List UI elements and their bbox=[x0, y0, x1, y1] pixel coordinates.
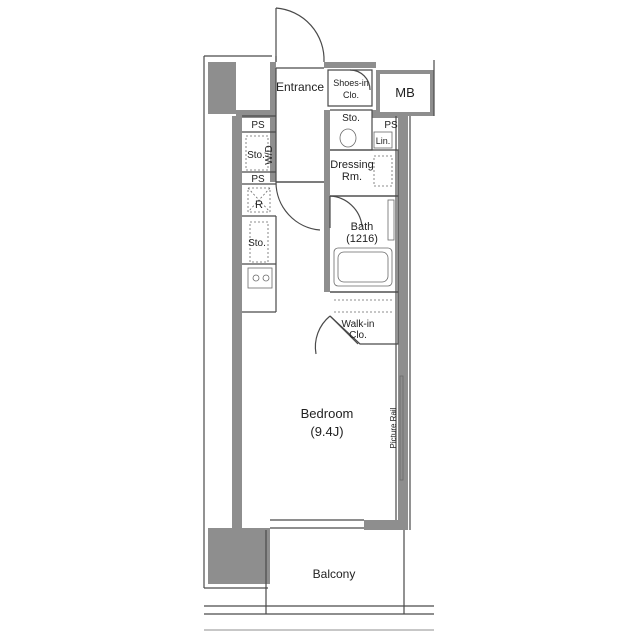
walk-in-label-1: Walk-in bbox=[342, 319, 375, 330]
dressing-sto bbox=[373, 155, 393, 187]
bedroom-bottom bbox=[270, 519, 364, 529]
bedroom-label-2: (9.4J) bbox=[310, 424, 343, 439]
corridor-door bbox=[275, 181, 324, 231]
ps-top-left-label: PS bbox=[251, 120, 265, 131]
left-outer-wall bbox=[232, 116, 242, 528]
sto-toilet-label: Sto. bbox=[342, 113, 360, 124]
left-column bbox=[208, 62, 236, 114]
picture-rail-bar bbox=[399, 375, 404, 481]
balcony-label: Balcony bbox=[313, 567, 356, 581]
walk-in-label-2: Clo. bbox=[349, 330, 367, 341]
sto-kitchen-label: Sto. bbox=[248, 238, 266, 249]
stove-burner-2 bbox=[262, 274, 270, 282]
entrance-door bbox=[275, 7, 325, 63]
bathtub-inner bbox=[337, 251, 389, 283]
bath-label-1: Bath bbox=[351, 221, 374, 233]
shoes-clo-box bbox=[327, 69, 373, 107]
walk-in-hanger bbox=[334, 299, 394, 313]
walls bbox=[208, 62, 434, 584]
bottom-left-column bbox=[208, 528, 270, 584]
sink bbox=[247, 267, 273, 289]
doors bbox=[275, 7, 371, 355]
right-outer-wall bbox=[398, 116, 408, 526]
bath-label-2: (1216) bbox=[346, 233, 378, 245]
toilet bbox=[339, 128, 357, 148]
labels: Entrance Shoes-in Clo. MB PS PS Sto. Lin… bbox=[247, 78, 415, 581]
bath-door bbox=[329, 195, 363, 228]
shoes-door bbox=[349, 69, 371, 91]
dressing-wall bbox=[324, 110, 330, 182]
refrigerator-label: R bbox=[255, 199, 263, 211]
fixtures bbox=[247, 128, 404, 481]
bedroom-label-1: Bedroom bbox=[301, 406, 354, 421]
picture-rail-label: Picture Rail bbox=[389, 407, 398, 448]
bathtub bbox=[333, 247, 393, 287]
entrance-left-wall bbox=[270, 62, 276, 182]
shoes-clo-label-2: Clo. bbox=[343, 90, 359, 100]
bath-mirror bbox=[387, 199, 395, 241]
bottom-right-wall bbox=[364, 520, 408, 530]
ps-mid-left-label: PS bbox=[251, 174, 265, 185]
sto-left-label: Sto. bbox=[247, 150, 265, 161]
ps-top-right-label: PS bbox=[384, 120, 398, 131]
walk-in-clo bbox=[329, 291, 399, 345]
mb-interior bbox=[380, 74, 430, 112]
top-wall-left bbox=[236, 110, 272, 118]
dressing-label-1: Dressing bbox=[330, 159, 373, 171]
stove-burner-1 bbox=[252, 274, 260, 282]
shoes-clo-label-1: Shoes-in bbox=[333, 78, 369, 88]
entrance-top-wall bbox=[324, 62, 376, 68]
outer-outline bbox=[203, 55, 435, 589]
lin-box bbox=[373, 131, 393, 149]
mb-label: MB bbox=[395, 85, 415, 100]
wd-label: W/D bbox=[264, 145, 275, 164]
walk-in-door bbox=[314, 315, 359, 355]
left-storage-column bbox=[242, 115, 276, 313]
sto-kitchen-box bbox=[249, 221, 269, 263]
entrance-label: Entrance bbox=[276, 80, 324, 94]
lin-label: Lin. bbox=[376, 136, 391, 146]
balcony-outline bbox=[204, 530, 434, 615]
storage-dashes bbox=[245, 135, 394, 313]
bath-left-wall bbox=[324, 182, 330, 292]
refrigerator-box bbox=[247, 187, 271, 213]
dressing-room bbox=[330, 149, 399, 197]
dressing-label-2: Rm. bbox=[342, 171, 362, 183]
